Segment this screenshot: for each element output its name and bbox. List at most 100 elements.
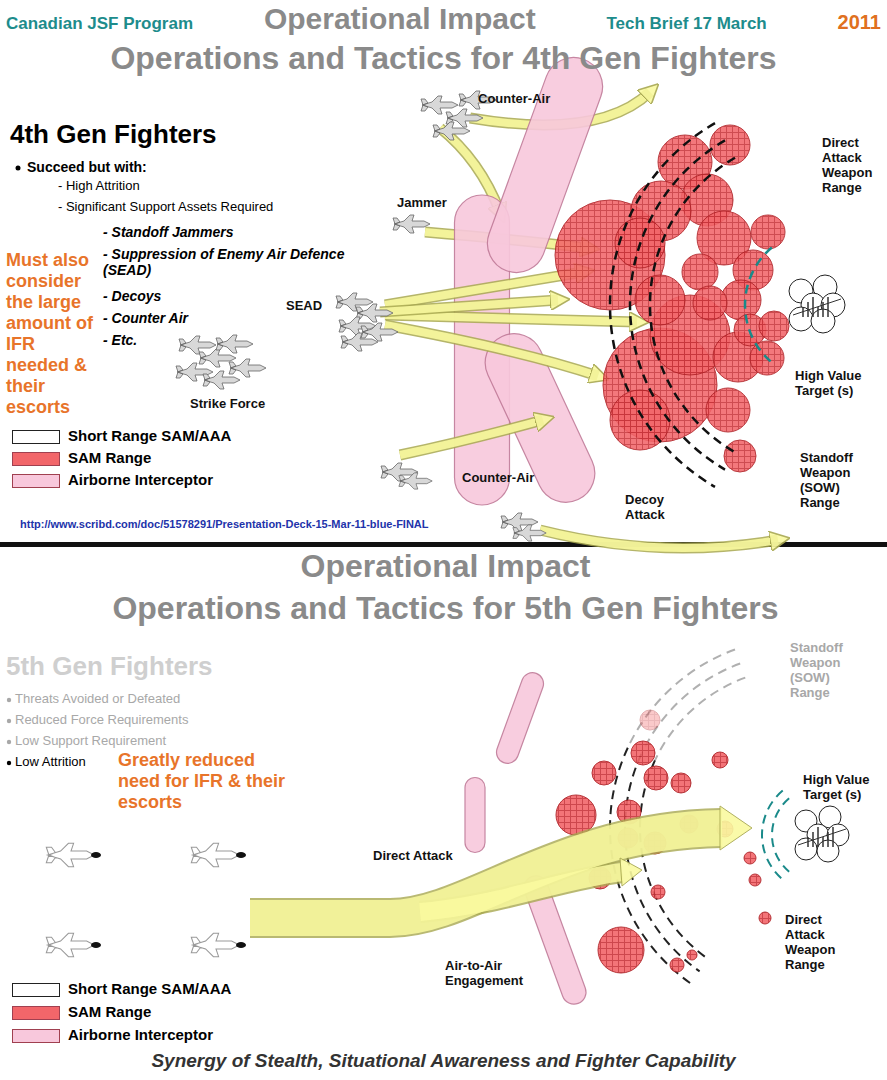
sam-range bbox=[759, 311, 789, 341]
sam-range bbox=[759, 912, 771, 924]
arrow-outline bbox=[385, 315, 637, 322]
arrow-outline bbox=[250, 828, 722, 918]
arrow-outline bbox=[400, 420, 543, 455]
sub-item: - Significant Support Assets Required bbox=[58, 200, 273, 215]
legend-swatch bbox=[12, 1029, 60, 1043]
target-label: High Value Target (s) bbox=[795, 368, 875, 398]
target-building bbox=[822, 302, 824, 317]
force-label: Counter-Air bbox=[462, 470, 534, 485]
fighter-jet bbox=[433, 122, 470, 140]
legend-swatch bbox=[12, 983, 60, 997]
target-building bbox=[827, 832, 829, 847]
sam-range bbox=[693, 286, 727, 320]
legend-swatch bbox=[12, 430, 60, 444]
force-label: Decoy Attack bbox=[625, 492, 677, 522]
direct-attack-range-arc bbox=[762, 791, 783, 880]
fighter-jet bbox=[191, 843, 239, 866]
legend-swatch bbox=[12, 1006, 60, 1020]
target-building bbox=[827, 297, 829, 317]
interceptor-band bbox=[465, 778, 485, 853]
arrow-head bbox=[720, 806, 752, 850]
sam-range bbox=[751, 215, 785, 249]
bullet-text: Succeed but with: bbox=[27, 159, 147, 175]
sam-range bbox=[640, 710, 660, 730]
sam-range bbox=[724, 440, 756, 472]
asset-item: - Etc. bbox=[103, 332, 137, 348]
interceptor-band bbox=[493, 670, 546, 767]
bullet-text: Reduced Force Requirements bbox=[15, 713, 188, 728]
target-building bbox=[817, 307, 819, 317]
sam-range bbox=[744, 852, 756, 864]
standoff-range-arc bbox=[640, 760, 708, 959]
fighter-jet bbox=[421, 96, 458, 114]
fighter-jet bbox=[336, 293, 373, 311]
target-building bbox=[832, 827, 834, 847]
header-text: Tech Brief 17 March bbox=[606, 14, 766, 34]
standoff-range-arc bbox=[610, 123, 715, 487]
bullet-text: Low Attrition bbox=[15, 755, 86, 770]
header-text: 2011 bbox=[838, 11, 881, 34]
caption: Synergy of Stealth, Situational Awarenes… bbox=[0, 1050, 887, 1072]
fighter-jet bbox=[361, 323, 398, 341]
legend-text: Short Range SAM/AAA bbox=[68, 427, 231, 444]
sam-range bbox=[710, 125, 750, 165]
fighter-jet bbox=[216, 335, 253, 353]
fighter-jet bbox=[179, 336, 216, 354]
sam-range bbox=[592, 761, 616, 785]
engine-nozzle bbox=[91, 942, 101, 948]
arrow-head bbox=[620, 858, 642, 886]
direct-attack-range-arc bbox=[772, 798, 789, 872]
asset-item: - Counter Air bbox=[103, 310, 188, 326]
panel-heading: Operations and Tactics for 5th Gen Fight… bbox=[2, 590, 887, 627]
header-text: Canadian JSF Program bbox=[6, 14, 193, 34]
attack-arrow bbox=[250, 828, 722, 918]
standoff-range-arc bbox=[628, 649, 735, 747]
arrow-outline bbox=[540, 530, 778, 548]
range-label: Direct Attack Weapon Range bbox=[785, 912, 850, 972]
sam-range bbox=[631, 741, 655, 765]
target-label: High Value Target (s) bbox=[803, 772, 883, 802]
range-label: Standoff Weapon (SOW) Range bbox=[790, 640, 865, 700]
sam-range bbox=[598, 927, 644, 973]
standoff-range-arc bbox=[650, 158, 735, 452]
sub-item: - High Attrition bbox=[58, 179, 140, 194]
short-range-sam bbox=[789, 307, 813, 331]
legend-swatch bbox=[12, 452, 60, 466]
attack-arrow bbox=[400, 420, 543, 455]
legend-text: Airborne Interceptor bbox=[68, 1026, 213, 1043]
page-title: Operations and Tactics for 4th Gen Fight… bbox=[0, 40, 887, 77]
header-text: Operational Impact bbox=[264, 2, 536, 37]
target-building bbox=[817, 827, 819, 847]
attack-arrow bbox=[380, 300, 558, 312]
force-label: SEAD bbox=[286, 298, 322, 313]
fighter-jet bbox=[393, 215, 430, 233]
force-label: Jammer bbox=[397, 195, 447, 210]
target-building bbox=[812, 297, 814, 317]
sam-range bbox=[749, 874, 761, 886]
direct-attack-range-arc bbox=[745, 248, 772, 363]
bullet bbox=[16, 166, 21, 171]
engine-nozzle bbox=[91, 852, 101, 858]
range-label: Standoff Weapon (SOW) Range bbox=[800, 450, 875, 510]
attack-arrow bbox=[420, 872, 622, 912]
gen-heading: 5th Gen Fighters bbox=[6, 652, 213, 682]
fighter-jet bbox=[513, 525, 546, 541]
force-label: Strike Force bbox=[190, 396, 265, 411]
legend-text: SAM Range bbox=[68, 449, 151, 466]
fighter-jet bbox=[341, 333, 378, 351]
sam-range bbox=[635, 275, 685, 325]
sam-range bbox=[682, 254, 718, 290]
legend-text: SAM Range bbox=[68, 1003, 151, 1020]
engine-nozzle bbox=[236, 852, 246, 858]
bullet-text: Low Support Requirement bbox=[15, 734, 166, 749]
fighter-jet bbox=[191, 933, 239, 956]
range-label: Direct Attack Weapon Range bbox=[822, 135, 882, 195]
attack-arrow bbox=[385, 325, 598, 376]
fighter-jet bbox=[356, 304, 393, 322]
fighter-jet bbox=[203, 371, 240, 389]
legend-text: Short Range SAM/AAA bbox=[68, 980, 231, 997]
force-label: Air-to-Air Engagement bbox=[445, 958, 540, 988]
sam-range bbox=[706, 388, 750, 432]
target-road bbox=[793, 299, 841, 315]
